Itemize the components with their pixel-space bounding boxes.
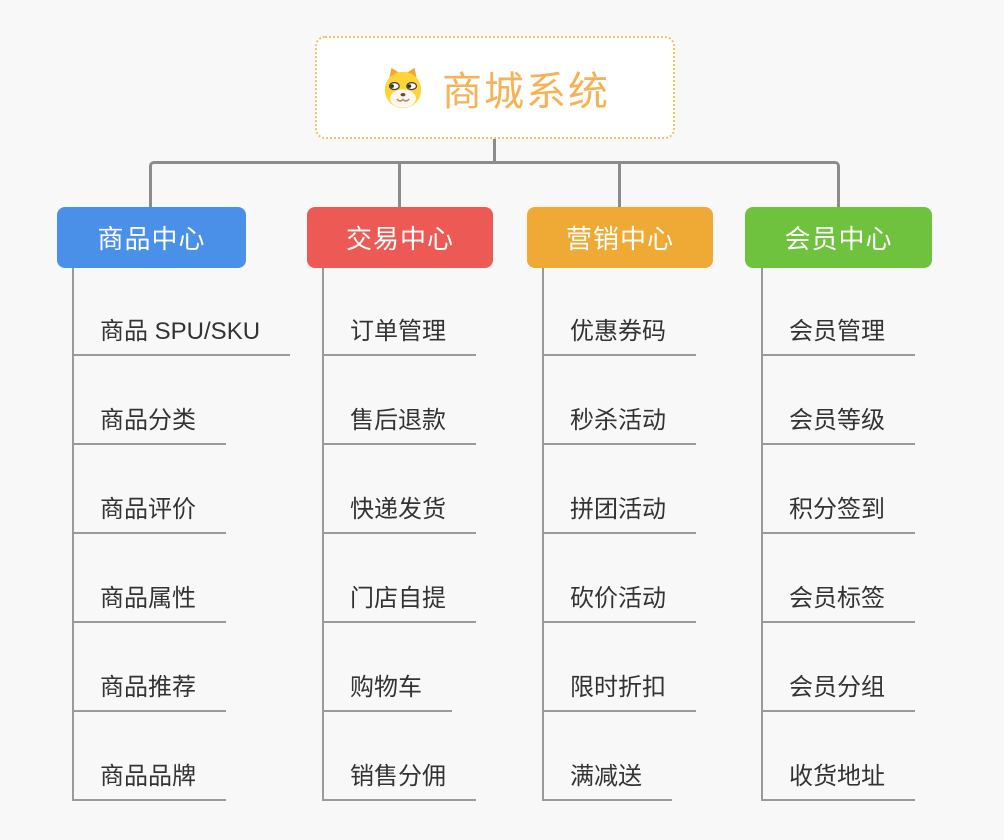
leaf-node[interactable]: 秒杀活动 bbox=[542, 405, 696, 445]
leaf-node[interactable]: 会员管理 bbox=[761, 316, 915, 356]
branch-label: 会员中心 bbox=[784, 224, 893, 254]
branch-node-member-center[interactable]: 会员中心 bbox=[745, 207, 932, 268]
leaf-node[interactable]: 会员标签 bbox=[761, 583, 915, 623]
branch-node-marketing-center[interactable]: 营销中心 bbox=[527, 207, 713, 268]
leaf-node[interactable]: 优惠券码 bbox=[542, 316, 696, 356]
branch-node-trade-center[interactable]: 交易中心 bbox=[307, 207, 493, 268]
leaf-node[interactable]: 限时折扣 bbox=[542, 672, 696, 712]
leaf-node[interactable]: 售后退款 bbox=[322, 405, 476, 445]
leaf-node[interactable]: 订单管理 bbox=[322, 316, 476, 356]
leaf-node[interactable]: 商品评价 bbox=[72, 494, 226, 534]
leaf-node[interactable]: 快递发货 bbox=[322, 494, 476, 534]
leaf-node[interactable]: 积分签到 bbox=[761, 494, 915, 534]
leaf-node[interactable]: 商品品牌 bbox=[72, 761, 226, 801]
leaf-node[interactable]: 拼团活动 bbox=[542, 494, 696, 534]
connector-drop-marketing bbox=[618, 161, 621, 207]
leaf-node[interactable]: 商品 SPU/SKU bbox=[72, 316, 291, 356]
leaf-node[interactable]: 商品推荐 bbox=[72, 672, 226, 712]
leaf-node[interactable]: 砍价活动 bbox=[542, 583, 696, 623]
root-node[interactable]: 商城系统 bbox=[315, 36, 675, 139]
connector-root-drop bbox=[493, 139, 496, 164]
connector-rail bbox=[149, 161, 840, 207]
root-label: 商城系统 bbox=[442, 69, 610, 114]
dog-face-icon bbox=[380, 65, 426, 111]
leaf-node[interactable]: 销售分佣 bbox=[322, 761, 476, 801]
leaf-node[interactable]: 收货地址 bbox=[761, 761, 915, 801]
leaf-node[interactable]: 商品属性 bbox=[72, 583, 226, 623]
branch-label: 营销中心 bbox=[565, 224, 674, 254]
branch-label: 交易中心 bbox=[345, 224, 454, 254]
branch-node-goods-center[interactable]: 商品中心 bbox=[57, 207, 246, 268]
leaf-node[interactable]: 会员等级 bbox=[761, 405, 915, 445]
leaf-node[interactable]: 会员分组 bbox=[761, 672, 915, 712]
leaf-node[interactable]: 门店自提 bbox=[322, 583, 476, 623]
leaf-node[interactable]: 购物车 bbox=[322, 672, 452, 712]
branch-label: 商品中心 bbox=[97, 224, 206, 254]
leaf-node[interactable]: 商品分类 bbox=[72, 405, 226, 445]
leaf-node[interactable]: 满减送 bbox=[542, 761, 672, 801]
connector-drop-trade bbox=[398, 161, 401, 207]
